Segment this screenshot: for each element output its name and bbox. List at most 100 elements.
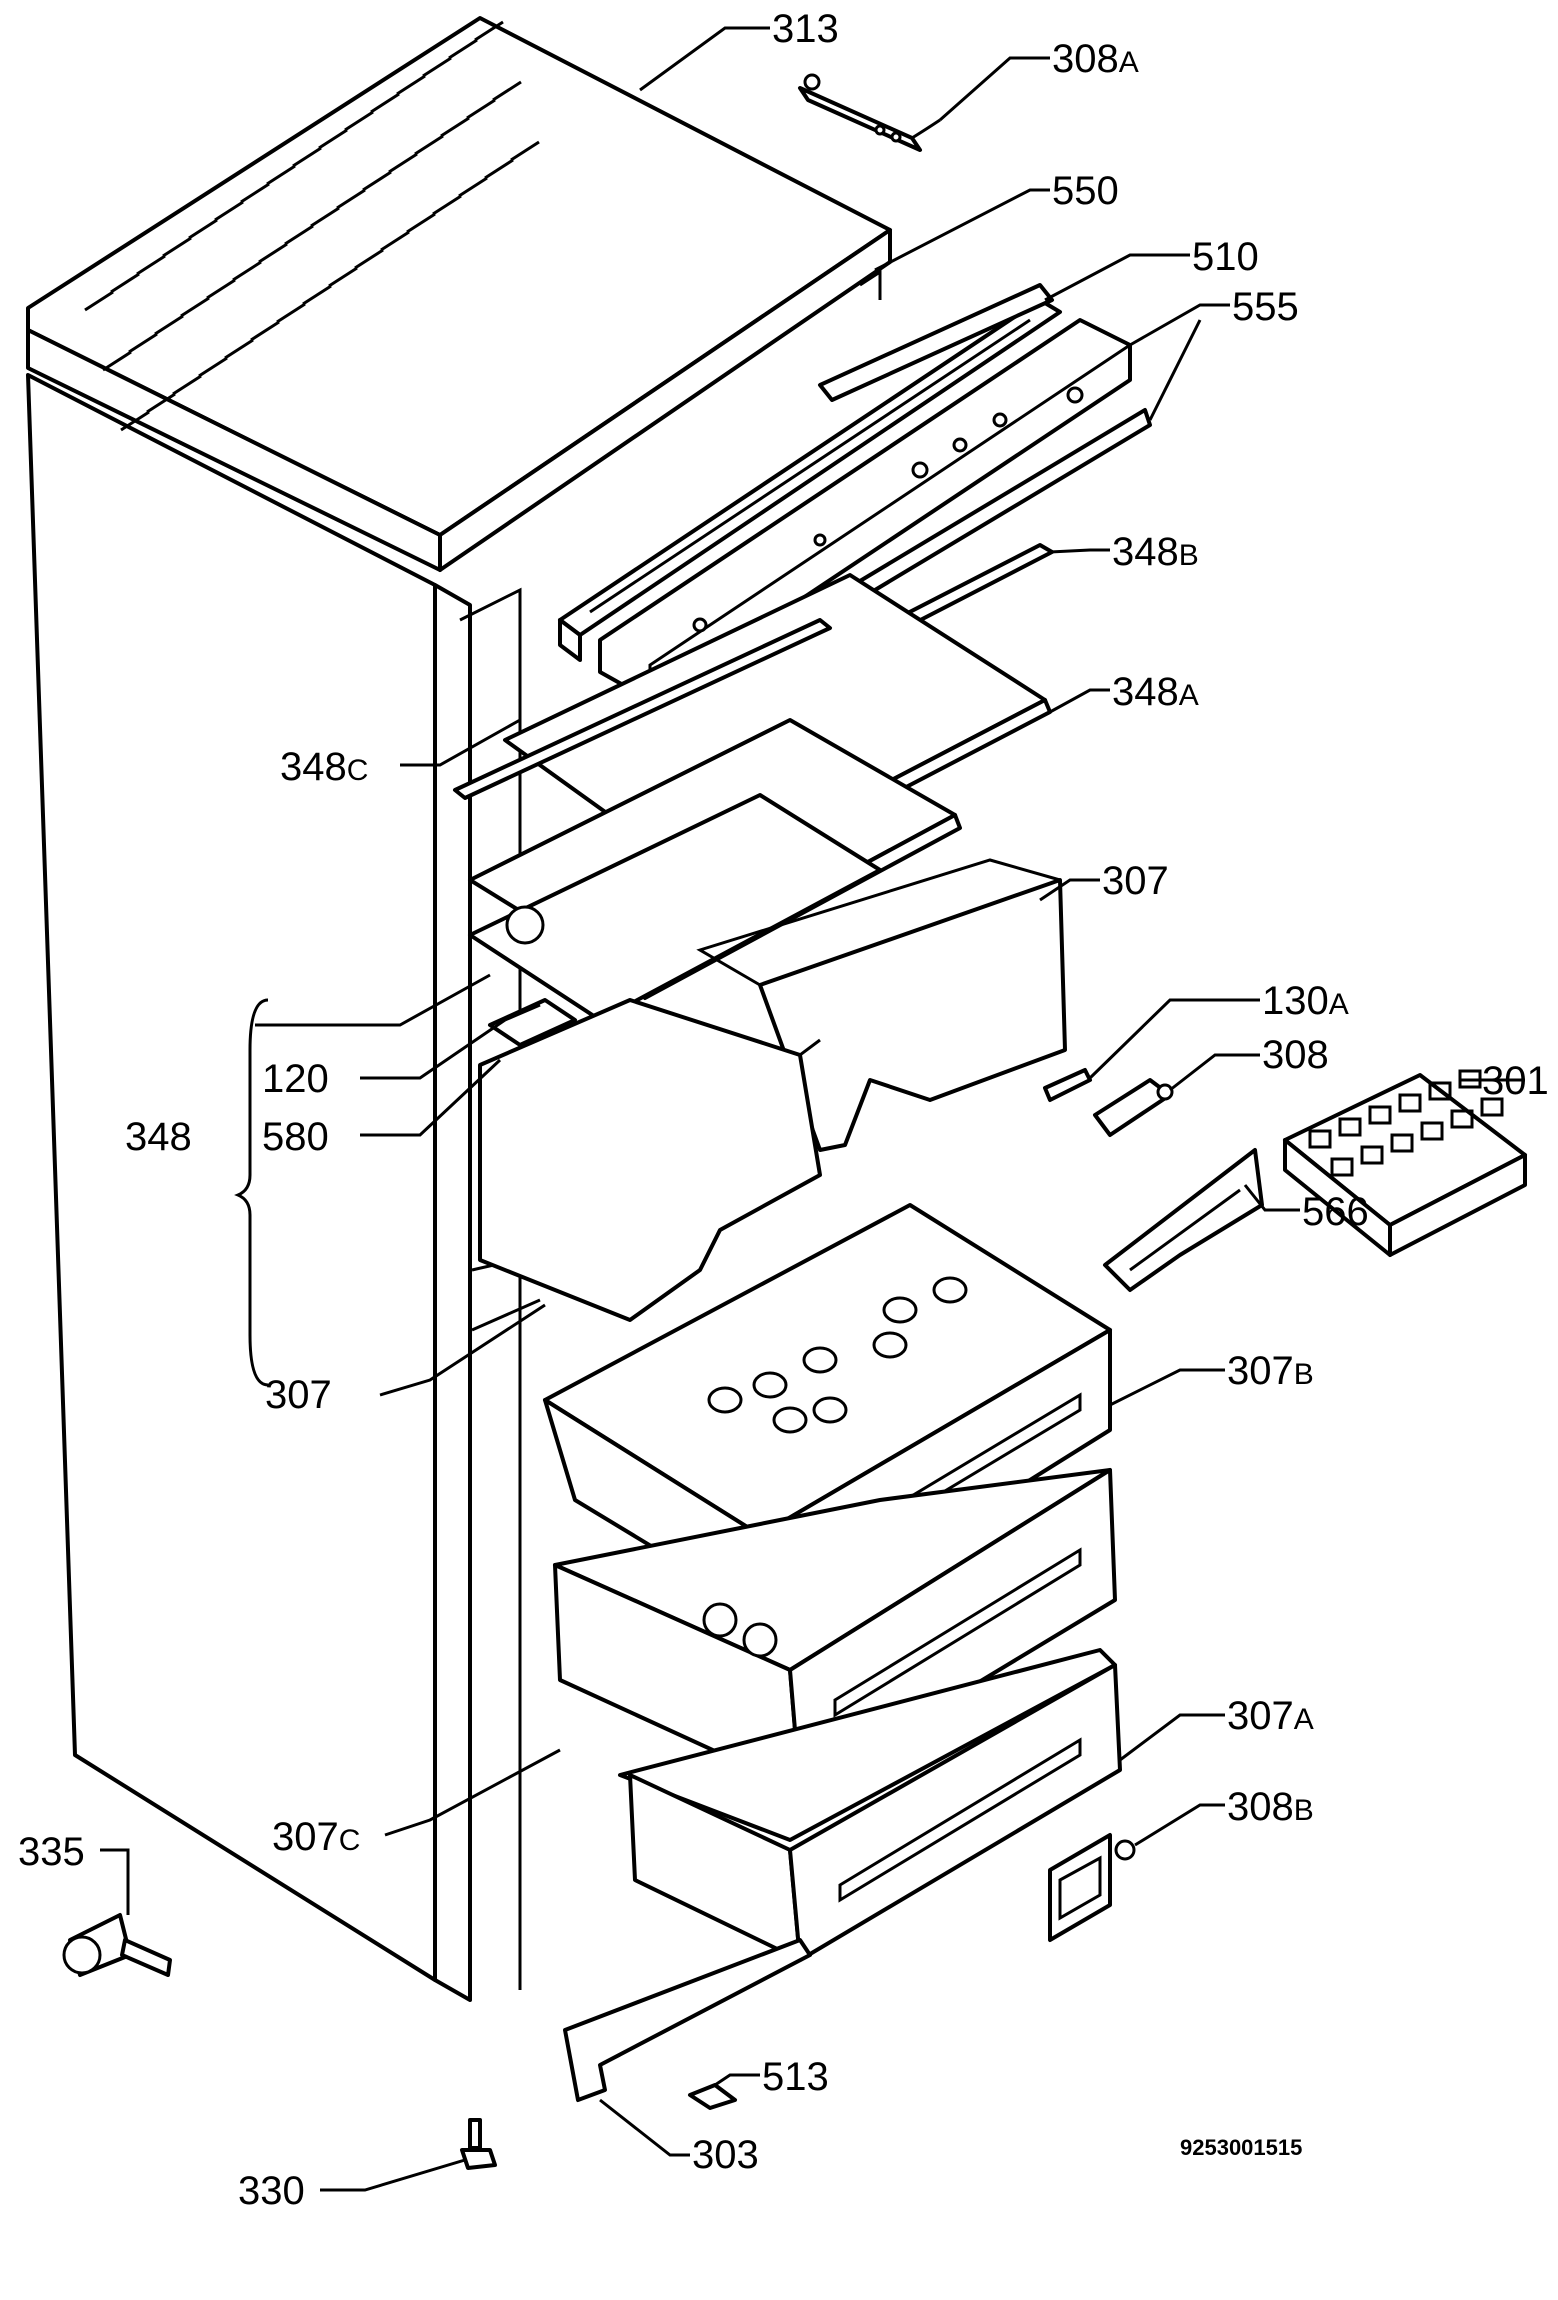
thermostat-580 <box>488 998 577 1047</box>
label-513: 513 <box>762 2055 829 2099</box>
label-335: 335 <box>18 1830 85 1874</box>
ice-cube-cell <box>1480 1097 1504 1117</box>
leader-lines <box>100 26 1525 2192</box>
label-301: 301 <box>1482 1059 1549 1103</box>
hinge-308B <box>1048 1833 1136 1942</box>
shelf-348C <box>453 618 832 800</box>
vent-slot <box>240 182 270 204</box>
vent-slot <box>328 266 358 288</box>
vent-slot <box>224 338 254 360</box>
vent-slot <box>406 212 436 234</box>
label-330: 330 <box>238 2169 305 2213</box>
label-348A: 348A <box>1112 670 1199 714</box>
ice-cube-cell <box>1450 1109 1474 1129</box>
vent-slot <box>380 230 410 252</box>
vent-slot <box>232 260 262 282</box>
vent-slot <box>302 284 332 306</box>
vent-slot <box>292 146 322 168</box>
vent-slot <box>266 164 296 186</box>
label-566: 566 <box>1302 1190 1369 1234</box>
vent-slot <box>354 248 384 270</box>
ice-cube-cell <box>1368 1105 1392 1125</box>
vent-slot <box>484 158 514 180</box>
kick-plate-303 <box>563 1938 812 2102</box>
ice-cube-cell <box>1390 1133 1414 1153</box>
vent-slot <box>102 350 132 372</box>
drawer-hole <box>772 1406 808 1434</box>
drawer-hole <box>752 1371 788 1399</box>
label-510: 510 <box>1192 235 1259 279</box>
label-130A: 130A <box>1262 979 1349 1023</box>
vent-slot <box>84 290 114 312</box>
control-knob-550 <box>818 269 1054 402</box>
ice-cube-cell <box>1330 1157 1354 1177</box>
label-308B: 308B <box>1227 1785 1314 1829</box>
vent-slot <box>466 98 496 120</box>
label-307A: 307A <box>1227 1694 1314 1738</box>
vent-slot <box>188 218 218 240</box>
vent-slot <box>110 272 140 294</box>
vent-slot <box>474 20 504 42</box>
vent-slot <box>318 128 348 150</box>
vent-slot <box>448 38 478 60</box>
hinge-308 <box>1093 1078 1174 1137</box>
drawer-307-front <box>478 998 822 1322</box>
drawer-hole <box>802 1346 838 1374</box>
vent-slot <box>414 134 444 156</box>
vent-slot <box>336 188 366 210</box>
drawer-hole <box>882 1296 918 1324</box>
label-555: 555 <box>1232 285 1299 329</box>
vent-slot <box>492 80 522 102</box>
ice-cube-cell <box>1338 1117 1362 1137</box>
vent-slot <box>284 224 314 246</box>
bracket-335 <box>62 1913 172 1977</box>
drawer-hole <box>932 1276 968 1304</box>
chiller-tray-120 <box>468 793 882 1022</box>
ice-cube-cell <box>1420 1121 1444 1141</box>
vent-slot <box>154 314 184 336</box>
clip-513 <box>688 2083 737 2110</box>
freezer-drawer-307A <box>618 1648 1122 1962</box>
vent-slot <box>388 152 418 174</box>
label-303: 303 <box>692 2133 759 2177</box>
label-307-top: 307 <box>1102 859 1169 903</box>
part-labels: 313 308A 550 510 555 348B 348A 348C 307 … <box>18 7 1549 2213</box>
label-580: 580 <box>262 1115 329 1159</box>
ice-cube-cell <box>1398 1093 1422 1113</box>
vent-slot <box>162 236 192 258</box>
label-307C: 307C <box>272 1815 360 1859</box>
vent-slot <box>440 116 470 138</box>
vent-slot <box>370 92 400 114</box>
vent-slot <box>172 374 202 396</box>
hinge-308A <box>798 73 941 152</box>
vent-slot <box>120 410 150 432</box>
label-308: 308 <box>1262 1033 1329 1077</box>
door-frame-510 <box>558 298 1062 662</box>
vent-slot <box>136 254 166 276</box>
vent-slot <box>180 296 210 318</box>
vent-slot <box>510 140 540 162</box>
vent-slot <box>310 206 340 228</box>
vent-slot <box>198 356 228 378</box>
drawing-code: 9253001515 <box>1180 2135 1302 2160</box>
ice-cube-cell <box>1308 1129 1332 1149</box>
label-307B: 307B <box>1227 1349 1314 1393</box>
cabinet-body <box>26 373 561 2002</box>
ice-scraper-566 <box>1103 1148 1264 1292</box>
label-348: 348 <box>125 1115 192 1159</box>
drawer-hole <box>812 1396 848 1424</box>
ice-cube-tray-301 <box>1283 1069 1527 1257</box>
bracket-130A <box>1043 1068 1092 1102</box>
label-550: 550 <box>1052 169 1119 213</box>
ice-cube-cell <box>1428 1081 1452 1101</box>
drawer-hole <box>707 1386 743 1414</box>
vent-slot <box>258 242 288 264</box>
drawer-hole <box>872 1331 908 1359</box>
vent-slot <box>396 74 426 96</box>
vent-slot <box>276 302 306 324</box>
vent-slot <box>206 278 236 300</box>
label-120: 120 <box>262 1057 329 1101</box>
label-348C: 348C <box>280 745 368 789</box>
